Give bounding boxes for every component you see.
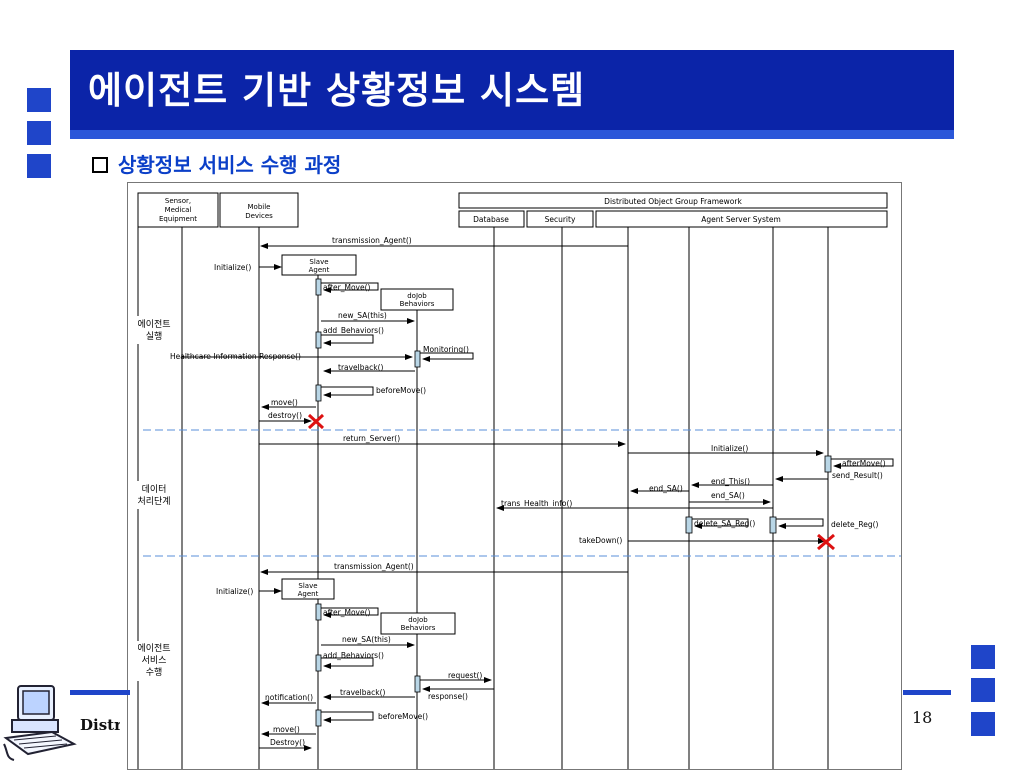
msg-delete-sa-reg: delete_SA_Reg() xyxy=(694,519,755,528)
msg-transmission-agent-1: transmission_Agent() xyxy=(332,236,412,245)
msg-after-move-1: after_Move() xyxy=(323,283,371,292)
header-framework-box xyxy=(458,192,888,209)
slave-agent-1-line1: Slave xyxy=(309,258,328,266)
destroy-mark-icon-1 xyxy=(307,413,325,430)
msg-delete-reg: delete_Reg() xyxy=(831,520,879,529)
header-mobile-box xyxy=(219,192,299,228)
header-mobile-line1: Mobile xyxy=(248,203,271,211)
phase-agent-service-line1: 에이전트 xyxy=(137,643,170,654)
header-security-box xyxy=(526,210,594,228)
msg-request: request() xyxy=(448,671,482,680)
msg-after-move-server: afterMove() xyxy=(842,459,886,468)
dojob-1-line2: Behaviors xyxy=(400,300,435,308)
msg-end-this: end_This() xyxy=(711,477,750,486)
msg-initialize-server: Initialize() xyxy=(711,444,748,453)
phase-agent-exec-line1: 에이전트 xyxy=(137,319,170,330)
phase-agent-exec-line2: 실행 xyxy=(146,330,163,342)
bullet-square-icon xyxy=(92,157,108,173)
header-sensor-line3: Equipment xyxy=(159,215,197,223)
dojob-2-line1: doJob xyxy=(408,616,428,624)
msg-send-result: send_Result() xyxy=(832,471,883,480)
dojob-1-line1: doJob xyxy=(407,292,427,300)
title-bar: 에이전트 기반 상황정보 시스템 xyxy=(70,50,954,130)
msg-take-down: takeDown() xyxy=(579,536,622,545)
title-underline xyxy=(70,130,954,139)
msg-monitoring: Monitoring() xyxy=(423,345,469,354)
header-database-label: Database xyxy=(473,215,509,224)
msg-after-move-2: after_Move() xyxy=(323,608,371,617)
decor-square-left-1 xyxy=(27,88,51,112)
message-labels: transmission_Agent() Initialize() after_… xyxy=(170,236,886,747)
activation-bars xyxy=(315,278,832,727)
msg-travelback-1: travelback() xyxy=(338,363,384,372)
slave-agent-1-line2: Agent xyxy=(309,266,330,274)
phase-label-bg-1 xyxy=(128,316,180,344)
computer-icon xyxy=(2,682,78,764)
msg-healthcare-response: Healthcare Information Response() xyxy=(170,352,301,361)
header-database-box xyxy=(458,210,525,228)
slave-agent-box-2 xyxy=(281,578,335,600)
header-sensor-box xyxy=(137,192,219,228)
sequence-diagram: Sensor, Medical Equipment Mobile Devices… xyxy=(127,182,902,770)
decor-square-right-1 xyxy=(971,645,995,669)
header-agent-server-box xyxy=(595,210,888,228)
phase-data-proc-line1: 데이터 xyxy=(142,484,167,495)
header-sensor-line1: Sensor, xyxy=(165,197,191,205)
msg-move-1: move() xyxy=(271,398,298,407)
slide-subtitle: 상황정보 서비스 수행 과정 xyxy=(118,153,342,177)
msg-add-behaviors-1: add_Behaviors() xyxy=(323,326,384,335)
msg-initialize-2: Initialize() xyxy=(216,587,253,596)
header-security-label: Security xyxy=(545,215,576,224)
phase-data-proc-line2: 처리단계 xyxy=(137,495,170,507)
msg-new-sa-1: new_SA(this) xyxy=(338,311,387,320)
slave-agent-2-line1: Slave xyxy=(298,582,317,590)
msg-response: response() xyxy=(428,692,468,701)
msg-transmission-agent-2: transmission_Agent() xyxy=(334,562,414,571)
msg-move-2: move() xyxy=(273,725,300,734)
msg-before-move-2: beforeMove() xyxy=(378,712,428,721)
dojob-box-1 xyxy=(380,288,454,311)
msg-notification: notification() xyxy=(265,693,313,702)
footer-line-left xyxy=(70,690,130,695)
dojob-2-line2: Behaviors xyxy=(401,624,436,632)
msg-end-sa-left: end_SA() xyxy=(649,484,683,493)
msg-before-move-1: beforeMove() xyxy=(376,386,426,395)
msg-end-sa-right: end_SA() xyxy=(711,491,745,500)
phase-agent-service-line3: 수행 xyxy=(146,666,163,678)
phase-label-bg-3 xyxy=(128,641,180,681)
slave-agent-2-line2: Agent xyxy=(298,590,319,598)
msg-travelback-2: travelback() xyxy=(340,688,386,697)
msg-new-sa-2: new_SA(this) xyxy=(342,635,391,644)
header-agent-server-label: Agent Server System xyxy=(701,215,781,224)
destroy-mark-icon-2 xyxy=(817,533,835,551)
header-mobile-line2: Devices xyxy=(245,212,273,220)
msg-return-server: return_Server() xyxy=(343,434,400,443)
decor-square-left-2 xyxy=(27,121,51,145)
header-sensor-line2: Medical xyxy=(165,206,192,214)
message-arrows xyxy=(182,243,894,751)
slide-title: 에이전트 기반 상황정보 시스템 xyxy=(88,69,586,112)
page-number: 18 xyxy=(912,708,933,727)
slave-agent-box-1 xyxy=(281,254,357,276)
footer-line-right xyxy=(903,690,951,695)
msg-add-behaviors-2: add_Behaviors() xyxy=(323,651,384,660)
footer-text: Distr xyxy=(80,716,120,734)
decor-square-left-3 xyxy=(27,154,51,178)
msg-destroy-1: destroy() xyxy=(268,411,302,420)
header-framework-label: Distributed Object Group Framework xyxy=(604,197,742,206)
phase-label-bg-2 xyxy=(128,481,180,509)
decor-square-right-3 xyxy=(971,712,995,736)
msg-destroy-2: Destroy() xyxy=(270,738,305,747)
dojob-box-2 xyxy=(380,612,456,635)
decor-square-right-2 xyxy=(971,678,995,702)
phase-agent-service-line2: 서비스 xyxy=(142,655,167,666)
msg-initialize-1: Initialize() xyxy=(214,263,251,272)
msg-trans-health-info: trans_Health_info() xyxy=(501,499,572,508)
